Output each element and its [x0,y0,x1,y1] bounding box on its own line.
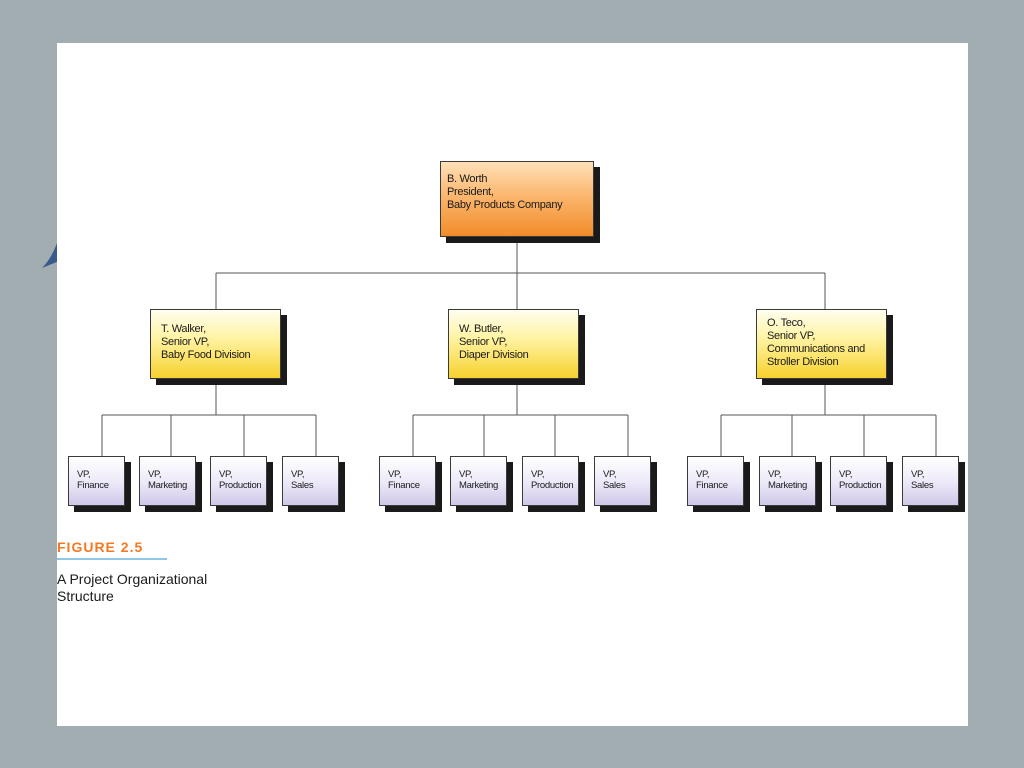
vp-title: VP, [696,469,710,480]
vp-function: Finance [77,480,109,491]
vp-box-marketing: VP, Marketing [450,456,507,506]
vp-function: Sales [603,480,626,491]
vp-title: VP, [839,469,853,480]
vp-title: VP, [911,469,925,480]
figure-caption-line: A Project Organizational [57,571,208,587]
president-box: B. Worth President, Baby Products Compan… [440,161,594,237]
vp-function: Marketing [148,480,188,491]
vp-function: Marketing [459,480,499,491]
figure-caption-line: Structure [57,588,114,604]
vp-box-sales: VP, Sales [902,456,959,506]
vp-box-finance: VP, Finance [68,456,125,506]
figure-label: FIGURE 2.5 [57,539,144,555]
vp-function: Production [839,480,882,491]
vp-title: VP, [77,469,91,480]
senior-vp-name: T. Walker, [161,323,206,335]
vp-function: Finance [388,480,420,491]
vp-title: VP, [388,469,402,480]
senior-vp-box-communications-stroller: O. Teco, Senior VP, Communications and S… [756,309,887,379]
vp-box-production: VP, Production [210,456,267,506]
president-title: President, [447,186,494,198]
senior-vp-box-baby-food: T. Walker, Senior VP, Baby Food Division [150,309,281,379]
senior-vp-title: Senior VP, [459,336,508,348]
senior-vp-name: W. Butler, [459,323,504,335]
vp-box-marketing: VP, Marketing [759,456,816,506]
president-company: Baby Products Company [447,199,563,211]
vp-box-production: VP, Production [830,456,887,506]
senior-vp-box-diaper: W. Butler, Senior VP, Diaper Division [448,309,579,379]
senior-vp-division: Communications and [767,343,865,355]
vp-title: VP, [219,469,233,480]
figure-label-underline [57,558,167,560]
senior-vp-name: O. Teco, [767,317,806,329]
vp-box-finance: VP, Finance [379,456,436,506]
senior-vp-division: Diaper Division [459,349,529,361]
vp-box-sales: VP, Sales [282,456,339,506]
vp-function: Sales [291,480,314,491]
president-name: B. Worth [447,173,488,185]
figure-caption: A Project Organizational Structure [57,571,277,605]
vp-function: Marketing [768,480,808,491]
vp-function: Finance [696,480,728,491]
vp-title: VP, [603,469,617,480]
vp-title: VP, [459,469,473,480]
vp-box-sales: VP, Sales [594,456,651,506]
senior-vp-division-cont: Stroller Division [767,356,839,368]
vp-title: VP, [148,469,162,480]
vp-title: VP, [531,469,545,480]
slide-page: B. Worth President, Baby Products Compan… [57,43,968,726]
vp-function: Sales [911,480,934,491]
vp-box-production: VP, Production [522,456,579,506]
vp-box-finance: VP, Finance [687,456,744,506]
vp-title: VP, [291,469,305,480]
org-chart-connectors [101,237,937,456]
senior-vp-division: Baby Food Division [161,349,251,361]
vp-function: Production [531,480,574,491]
vp-function: Production [219,480,262,491]
senior-vp-title: Senior VP, [767,330,816,342]
senior-vp-title: Senior VP, [161,336,210,348]
vp-title: VP, [768,469,782,480]
vp-box-marketing: VP, Marketing [139,456,196,506]
